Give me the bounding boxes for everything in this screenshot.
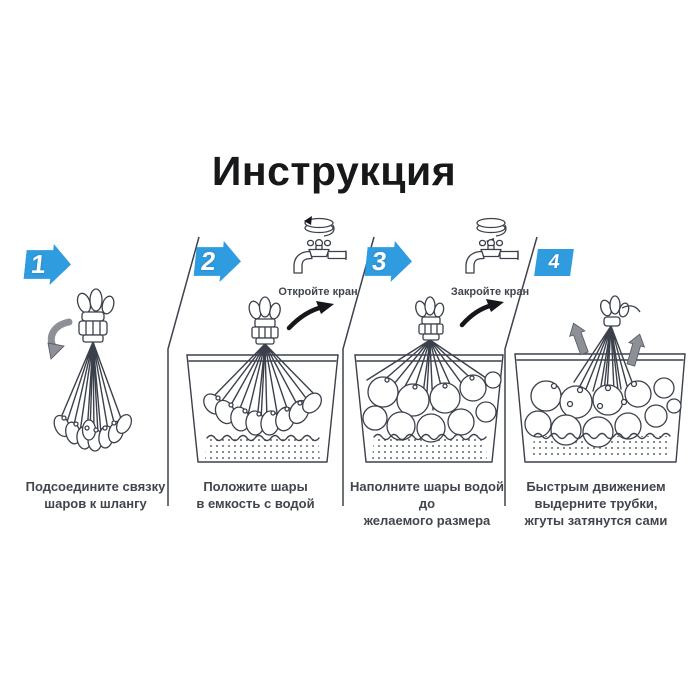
page-title: Инструкция	[211, 148, 457, 194]
step-2-illustration	[186, 296, 339, 463]
water-fill	[372, 437, 487, 460]
balloon-cluster	[524, 377, 682, 448]
step-3-number: 3	[370, 245, 389, 276]
close-tap-icon	[465, 217, 519, 274]
hand-pulling-tubes	[599, 295, 641, 327]
open-tap-icon	[293, 216, 347, 274]
step-2-number: 2	[199, 245, 218, 276]
hand-and-hose	[76, 288, 115, 322]
step-4-number: 4	[547, 250, 562, 273]
water-fill	[205, 438, 320, 460]
pull-up-arrow-right-icon	[626, 333, 646, 367]
step-1-caption: Подсоедините связку шаров к шлангу	[25, 479, 166, 511]
hand-holding-bundle	[248, 296, 281, 345]
step-3-caption: Наполните шары водой до желаемого размер…	[350, 479, 504, 528]
step-3-illustration	[354, 296, 504, 463]
pull-up-arrow-left-icon	[569, 322, 589, 356]
curved-arrow-to-tap-icon	[459, 299, 504, 328]
balloon-cluster	[53, 414, 133, 452]
step-4-illustration	[514, 295, 686, 463]
open-tap-label: Откройте кран	[278, 286, 358, 298]
balloon-cluster	[203, 392, 323, 436]
hand-holding-bundle	[415, 296, 445, 341]
close-tap-label: Закройте кран	[450, 286, 530, 298]
rotation-arrow-icon	[47, 318, 73, 360]
adapter	[78, 320, 108, 343]
step-2-caption: Положите шары в емкость с водой	[196, 479, 315, 511]
step-4-badge: 4	[534, 249, 574, 276]
step-4-caption: Быстрым движением выдерните трубки, жгут…	[524, 479, 668, 528]
balloon-cluster	[362, 371, 502, 443]
step-1-illustration	[47, 288, 133, 452]
curved-arrow-to-tap-icon	[286, 301, 334, 331]
step-1-number: 1	[29, 248, 48, 279]
